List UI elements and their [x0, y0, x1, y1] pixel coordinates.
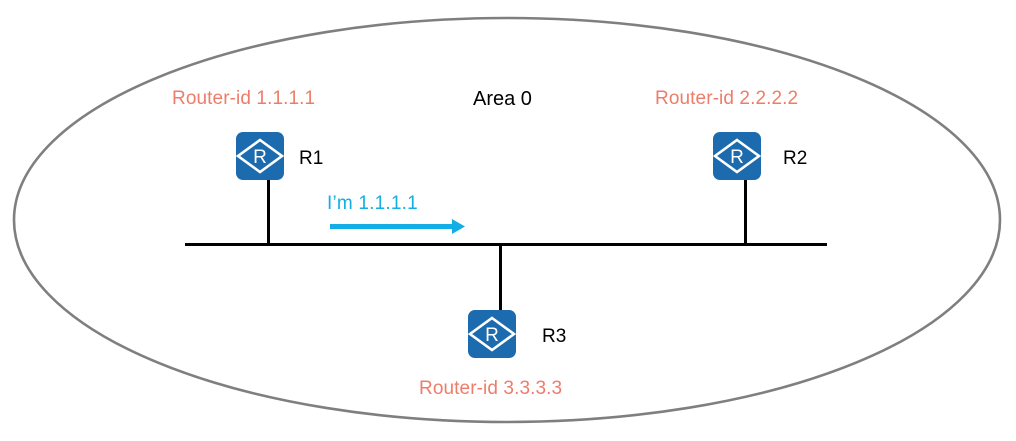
- router-name-r1: R1: [299, 148, 324, 169]
- router-id-label-r1: Router-id 1.1.1.1: [172, 88, 316, 109]
- router-name-r2: R2: [783, 148, 808, 169]
- hello-message-label: I’m 1.1.1.1: [327, 193, 418, 214]
- router-name-r3: R3: [542, 326, 567, 347]
- router-icon-r1[interactable]: R: [235, 132, 285, 180]
- router-id-label-r2: Router-id 2.2.2.2: [655, 88, 799, 109]
- svg-text:R: R: [485, 325, 499, 346]
- router-id-label-r3: Router-id 3.3.3.3: [419, 378, 563, 399]
- svg-text:R: R: [730, 147, 744, 168]
- svg-text:R: R: [253, 147, 267, 168]
- router-icon-r2[interactable]: R: [712, 132, 762, 180]
- ospf-area-ellipse: [12, 16, 1002, 424]
- area-label: Area 0: [473, 88, 532, 110]
- arrow-right-icon: [330, 219, 465, 234]
- router-icon-r3[interactable]: R: [467, 310, 517, 358]
